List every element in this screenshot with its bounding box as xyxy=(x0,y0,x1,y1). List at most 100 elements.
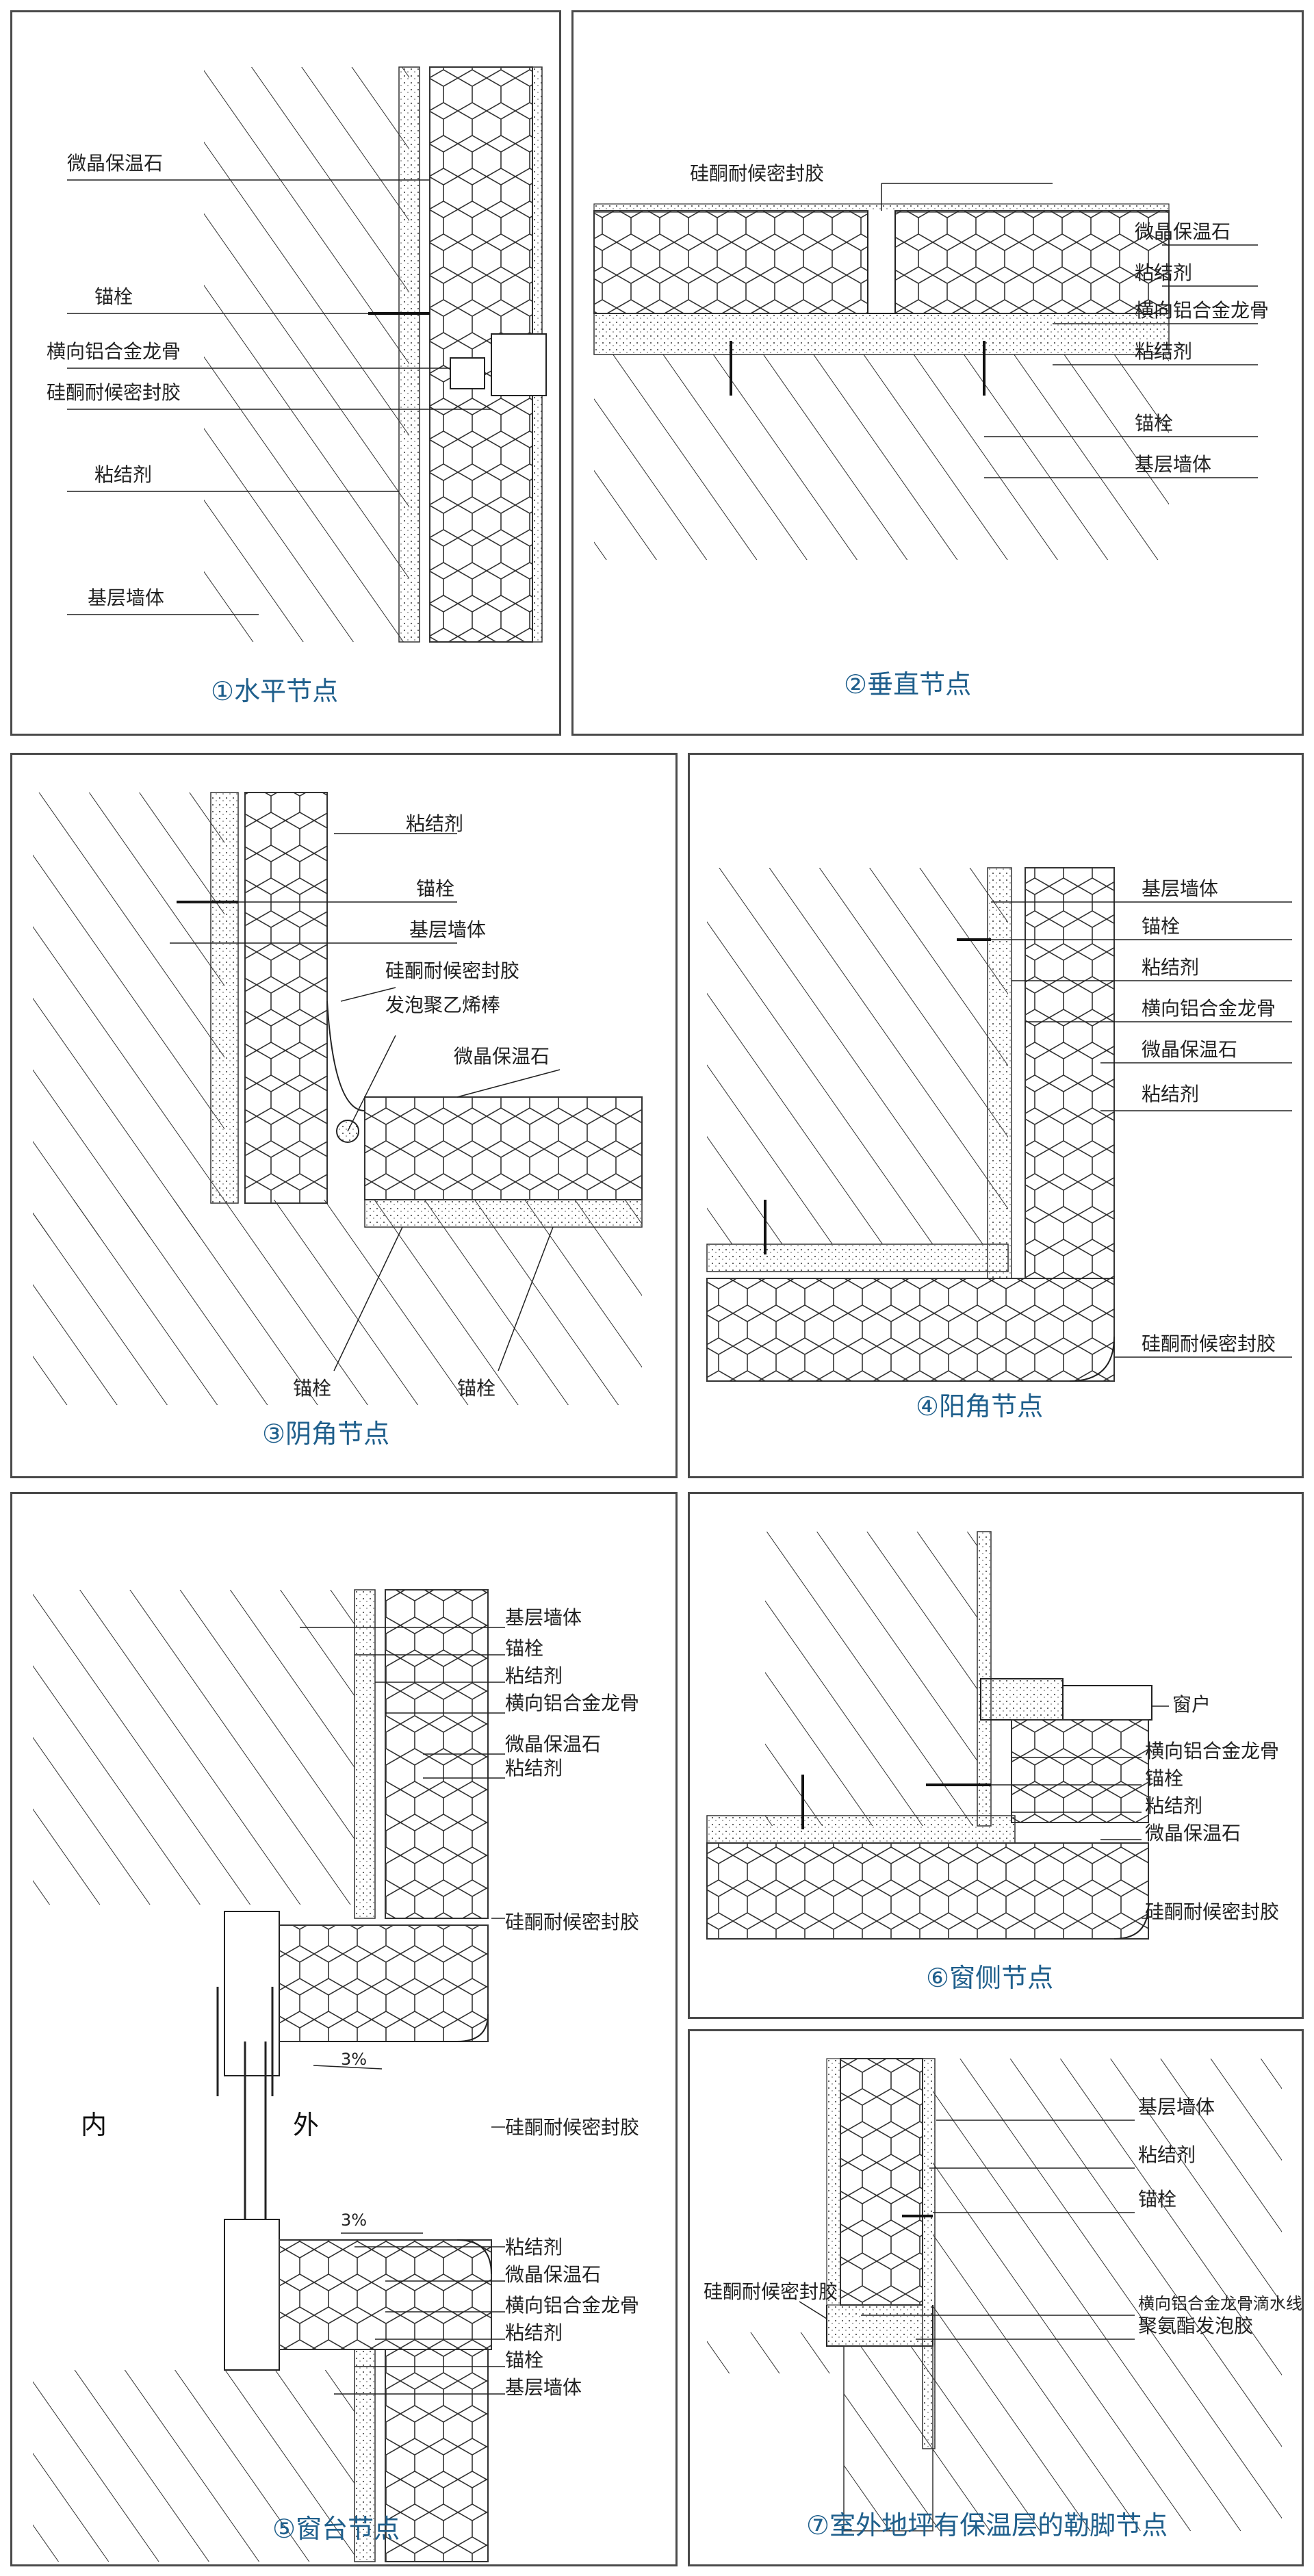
base-wall-hatch xyxy=(204,67,409,642)
window-side-drawing xyxy=(706,1531,1169,1940)
label-adhesive-bottom: 粘结剂 xyxy=(1142,1083,1200,1105)
label-adhesive-lower-2: 粘结剂 xyxy=(505,2321,563,2344)
sealant-joint xyxy=(1069,1336,1115,1382)
label-adhesive: 粘结剂 xyxy=(1138,2143,1196,2166)
label-window: 窗户 xyxy=(1172,1693,1211,1716)
panel-outside-corner: 基层墙体 锚栓 粘结剂 横向铝合金龙骨 微晶保温石 粘结剂 硅酮耐候密封胶 ④阳… xyxy=(688,753,1304,1478)
insulation-left xyxy=(593,210,868,314)
label-sealant-lower: 硅酮耐候密封胶 xyxy=(505,2116,640,2139)
insulation-horizontal xyxy=(706,1278,1115,1382)
label-inner: 内 xyxy=(81,2110,107,2140)
label-insulation: 微晶保温石 xyxy=(1145,1822,1241,1844)
label-anchor-lower: 锚栓 xyxy=(505,2349,544,2371)
label-adhesive-2: 粘结剂 xyxy=(505,1757,563,1779)
caption-window-sill: ⑤窗台节点 xyxy=(272,2514,400,2544)
panel-plinth-node: 基层墙体 粘结剂 锚栓 横向铝合金龙骨滴水线 聚氨酯发泡胶 硅酮耐候密封胶 ⑦室… xyxy=(688,2029,1304,2566)
label-sealant-upper: 硅酮耐候密封胶 xyxy=(505,1911,640,1933)
insulation-horizontal xyxy=(364,1096,643,1200)
window-frame xyxy=(1062,1685,1152,1721)
label-base-wall: 基层墙体 xyxy=(505,1606,582,1629)
window-frame-bottom xyxy=(224,2219,280,2371)
label-adhesive: 粘结剂 xyxy=(94,463,153,486)
label-slope-upper: 3% xyxy=(341,2050,368,2069)
label-sealant: 硅酮耐候密封胶 xyxy=(1145,1901,1280,1923)
base-wall-hatch xyxy=(765,1532,977,1826)
label-insulation: 微晶保温石 xyxy=(1135,220,1231,243)
window-frame-top xyxy=(224,1911,280,2076)
sealant-joint xyxy=(326,1001,365,1111)
base-wall-hatch xyxy=(594,355,1169,560)
label-base-wall: 基层墙体 xyxy=(409,918,487,941)
label-sealant: 硅酮耐候密封胶 xyxy=(385,959,520,982)
label-base-wall-lower: 基层墙体 xyxy=(505,2376,582,2399)
caption-outside-corner: ④阳角节点 xyxy=(916,1391,1044,1421)
label-base-wall: 基层墙体 xyxy=(1142,877,1219,900)
insulation-vertical xyxy=(1025,867,1115,1279)
label-adhesive: 粘结剂 xyxy=(505,1664,563,1687)
caption-vertical-node: ②垂直节点 xyxy=(844,669,972,699)
label-sealant: 硅酮耐候密封胶 xyxy=(47,381,181,404)
base-wall-hatch xyxy=(933,2059,1282,2531)
label-keel: 横向铝合金龙骨 xyxy=(1135,299,1270,322)
label-adhesive: 粘结剂 xyxy=(1135,340,1193,363)
label-anchor: 锚栓 xyxy=(505,1637,544,1660)
outside-corner-drawing xyxy=(706,867,1292,1382)
label-adhesive: 粘结剂 xyxy=(1142,956,1200,979)
label-anchor: 锚栓 xyxy=(1142,915,1181,938)
label-keel: 横向铝合金龙骨 xyxy=(1142,997,1276,1020)
label-adhesive-lower: 粘结剂 xyxy=(505,2236,563,2258)
sealant-joint xyxy=(491,333,547,396)
label-insulation: 微晶保温石 xyxy=(67,152,164,175)
label-keel: 横向铝合金龙骨 xyxy=(1145,1740,1280,1762)
panel-vertical-node: 硅酮耐候密封胶 微晶保温石 粘结剂 横向铝合金龙骨 粘结剂 锚栓 基层墙体 ②垂… xyxy=(571,10,1304,736)
inside-corner-drawing xyxy=(33,792,643,1405)
label-insulation: 微晶保温石 xyxy=(505,1733,602,1755)
caption-horizontal-node: ①水平节点 xyxy=(211,676,339,706)
label-slope-lower: 3% xyxy=(341,2211,368,2230)
panel-horizontal-node: 微晶保温石 锚栓 横向铝合金龙骨 硅酮耐候密封胶 粘结剂 基层墙体 ①水平节点 xyxy=(10,10,561,736)
caption-inside-corner: ③阴角节点 xyxy=(262,1419,390,1449)
panel-window-sill: 基层墙体 锚栓 粘结剂 横向铝合金龙骨 微晶保温石 粘结剂 硅酮耐候密封胶 3%… xyxy=(10,1492,678,2566)
label-sealant: 硅酮耐候密封胶 xyxy=(704,2280,838,2303)
label-pe-rod: 发泡聚乙烯棒 xyxy=(385,994,501,1016)
adhesive-keel xyxy=(593,313,1170,355)
insulation-board xyxy=(840,2058,923,2306)
label-keel: 横向铝合金龙骨 xyxy=(47,340,181,363)
caption-plinth-node: ⑦室外地坪有保温层的勒脚节点 xyxy=(806,2510,1168,2540)
sealant-joint xyxy=(867,211,896,314)
vertical-node-drawing xyxy=(593,183,1258,560)
label-anchor: 锚栓 xyxy=(1145,1767,1184,1790)
label-insulation-lower: 微晶保温石 xyxy=(505,2263,602,2286)
label-adhesive: 粘结剂 xyxy=(1145,1794,1203,1817)
label-adhesive: 粘结剂 xyxy=(406,812,464,835)
insulation-right xyxy=(894,210,1170,314)
label-outer: 外 xyxy=(293,2110,320,2140)
insulation-side xyxy=(1011,1719,1149,1823)
label-base-wall: 基层墙体 xyxy=(1138,2096,1215,2118)
label-anchor: 锚栓 xyxy=(94,285,133,308)
label-anchor: 锚栓 xyxy=(416,877,455,900)
label-sealant: 硅酮耐候密封胶 xyxy=(1142,1332,1276,1355)
label-base-wall: 基层墙体 xyxy=(88,587,165,609)
label-pu-foam: 聚氨酯发泡胶 xyxy=(1138,2315,1254,2337)
caption-window-side: ⑥窗侧节点 xyxy=(926,1963,1054,1993)
horizontal-node-drawing xyxy=(67,66,547,643)
insulation-vertical xyxy=(244,792,328,1204)
label-anchor-bottom-right: 锚栓 xyxy=(457,1377,496,1400)
ground-slab xyxy=(707,2332,844,2373)
panel-inside-corner: 粘结剂 锚栓 基层墙体 硅酮耐候密封胶 发泡聚乙烯棒 微晶保温石 锚栓 锚栓 ③… xyxy=(10,753,678,1478)
insulation-sill xyxy=(279,2239,492,2350)
label-insulation: 微晶保温石 xyxy=(454,1045,550,1068)
label-base-wall: 基层墙体 xyxy=(1135,453,1212,476)
label-insulation: 微晶保温石 xyxy=(1142,1038,1238,1061)
window-sill-drawing xyxy=(33,1589,505,2562)
label-keel-lower: 横向铝合金龙骨 xyxy=(505,2294,640,2317)
base-wall-hatch xyxy=(707,868,1008,1244)
label-sealant: 硅酮耐候密封胶 xyxy=(690,162,825,185)
label-keel: 横向铝合金龙骨 xyxy=(505,1692,640,1714)
insulation-horizontal xyxy=(706,1842,1149,1940)
label-anchor: 锚栓 xyxy=(1135,412,1174,435)
insulation-lower xyxy=(385,2349,489,2562)
label-drip-keel: 横向铝合金龙骨滴水线 xyxy=(1138,2294,1302,2313)
label-anchor: 锚栓 xyxy=(1138,2188,1177,2211)
